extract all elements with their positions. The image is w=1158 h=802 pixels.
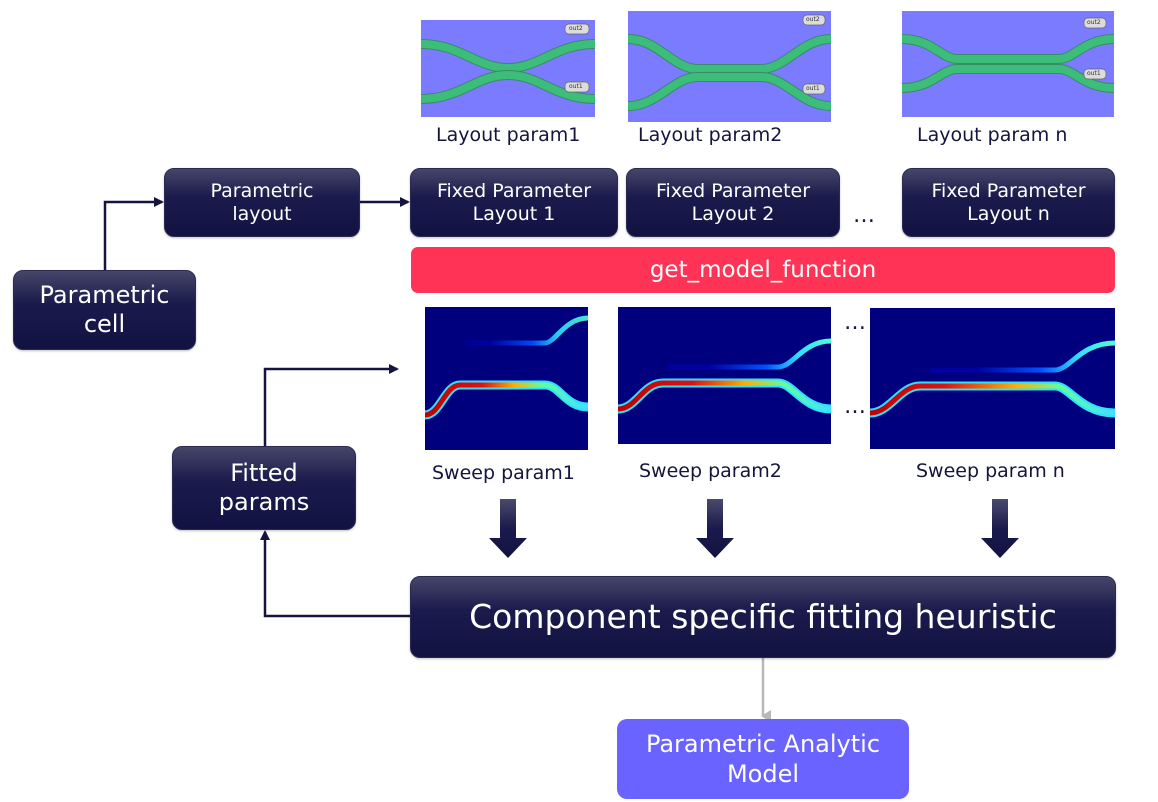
ellipsis-sweeps-bottom: … (844, 394, 867, 419)
parametric-cell-node: Parametric cell (13, 270, 196, 350)
layout-caption-1: Layout param1 (436, 124, 581, 146)
arrow-cell-to-layout (103, 197, 164, 270)
sweep-plot-n (869, 308, 1116, 449)
get-model-function-bar: get_model_function (411, 247, 1115, 293)
layout-preview-n: out2 out1 (901, 11, 1115, 117)
sweep-plot-1 (423, 307, 589, 450)
port-label-out1: out1 (1087, 70, 1101, 77)
down-arrow-n (981, 499, 1019, 558)
fixed-layout-n-node: Fixed Parameter Layout n (902, 168, 1115, 237)
fitted-params-node: Fitted params (172, 446, 356, 530)
sweep-caption-1: Sweep param1 (432, 462, 575, 484)
port-label-out2: out2 (806, 16, 820, 23)
sweep-plot-2 (617, 307, 832, 444)
analytic-model-node: Parametric Analytic Model (617, 719, 909, 799)
port-label-out2: out2 (1087, 19, 1101, 26)
sweep-caption-2: Sweep param2 (639, 460, 782, 482)
port-label-out1: out1 (569, 83, 583, 90)
arrow-heuristic-to-fitted (260, 530, 411, 618)
layout-preview-2: out2 out1 (627, 11, 832, 122)
fixed-layout-1-node: Fixed Parameter Layout 1 (410, 168, 618, 237)
fitting-heuristic-node: Component specific fitting heuristic (410, 576, 1116, 658)
down-arrow-2 (696, 499, 734, 558)
ellipsis-sweeps-top: … (844, 310, 867, 335)
parametric-layout-node: Parametric layout (164, 168, 360, 237)
layout-preview-1: out2 out1 (420, 20, 596, 117)
fixed-layout-2-node: Fixed Parameter Layout 2 (626, 168, 840, 237)
arrow-fitted-to-sweeps (263, 364, 399, 446)
port-label-out1: out1 (806, 85, 820, 92)
sweep-caption-n: Sweep param n (916, 460, 1065, 482)
layout-caption-n: Layout param n (917, 124, 1068, 146)
layout-caption-2: Layout param2 (638, 124, 783, 146)
ellipsis-layouts: … (853, 203, 876, 228)
port-label-out2: out2 (569, 25, 583, 32)
down-arrow-1 (489, 499, 527, 558)
